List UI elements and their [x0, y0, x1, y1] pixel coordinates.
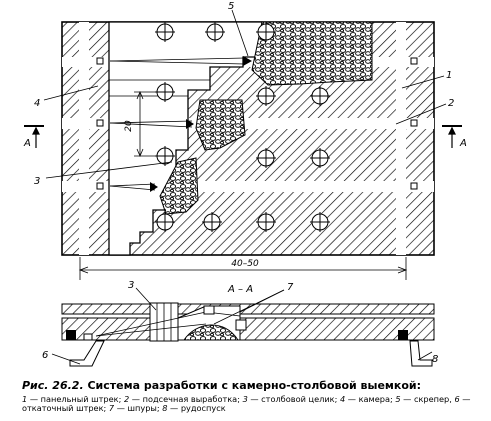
callout-6: 6 [42, 350, 48, 361]
broken-ore-middle [195, 99, 246, 151]
callout-2: 2 [448, 98, 454, 109]
section-title: А – А [227, 284, 253, 295]
section-view: А – А [42, 280, 438, 367]
scraper-ropes [109, 57, 246, 191]
caption-title: Рис. 26.2. Система разработки с камерно-… [22, 379, 488, 393]
section-leaders [51, 287, 433, 365]
callout-7: 7 [287, 282, 294, 293]
legend-item: 5 — скрепер, [395, 393, 455, 404]
figure-caption: Рис. 26.2. Система разработки с камерно-… [22, 379, 488, 414]
callout-3: 3 [34, 176, 40, 187]
ore-pass-left [69, 340, 105, 367]
pillar-marks [155, 22, 330, 232]
legend-item: 6 — откаточный штрек; [22, 393, 471, 414]
broken-ore-top [251, 21, 373, 86]
callout-8: 8 [432, 354, 438, 365]
pillar [205, 22, 225, 42]
leader-lines [43, 9, 447, 179]
dimension-overall-length [78, 257, 408, 280]
pillar [256, 148, 276, 168]
legend-item: 2 — подсечная выработка; [123, 393, 243, 404]
ore-pass-right [409, 340, 433, 367]
crosscut-left [79, 22, 89, 255]
pillar [256, 212, 276, 232]
figure-number: Рис. 26.2. [22, 379, 84, 392]
pillar [310, 212, 330, 232]
figure-title: Система разработки с камерно-столбовой в… [87, 379, 422, 392]
callout-4: 4 [34, 98, 40, 109]
scraper-bodies [150, 56, 252, 192]
pillar [155, 212, 175, 232]
pillar [256, 22, 276, 42]
legend-item: 3 — столбовой целик; [242, 393, 340, 404]
dimension-label-20: 20 [124, 120, 134, 132]
ore-chutes [96, 57, 418, 190]
section-mark-right [442, 125, 462, 148]
legend-item: 8 — рудоспуск [162, 403, 226, 414]
callout-3-section: 3 [128, 280, 134, 291]
crosscut-right [396, 22, 406, 255]
pillar [256, 86, 276, 106]
pillar [155, 22, 175, 42]
pillar [310, 148, 330, 168]
pillar [202, 212, 222, 232]
legend-item: 7 — шпуры; [108, 403, 163, 414]
drift-bottom [62, 181, 434, 192]
section-letter-left: A [23, 138, 31, 149]
drift-panel [62, 118, 434, 129]
pillar [310, 86, 330, 106]
plan-view: 20 40–50 A A 5 [23, 1, 467, 280]
dimension-label-40-50: 40–50 [231, 259, 259, 269]
legend-item: 1 — панельный штрек; [22, 393, 124, 404]
section-mark-left [24, 125, 44, 148]
dimension-pillar-spacing [134, 90, 157, 158]
pillar [155, 82, 175, 102]
section-letter-right: A [459, 138, 467, 149]
callout-1: 1 [446, 70, 452, 81]
callout-5: 5 [228, 1, 234, 12]
pillar [155, 146, 175, 166]
caption-legend: 1 — панельный штрек; 2 — подсечная выраб… [22, 393, 488, 414]
mining-system-diagram: 20 40–50 A A 5 [23, 1, 467, 367]
legend-item: 4 — камера; [339, 393, 396, 404]
broken-ore-lower [159, 157, 199, 215]
